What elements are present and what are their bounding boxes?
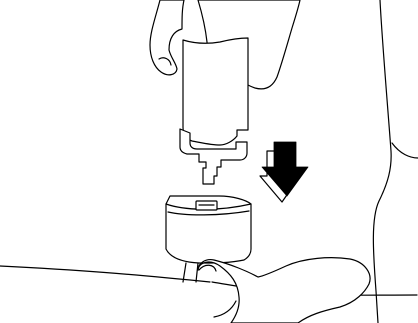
lower-thumb-crease bbox=[214, 301, 236, 317]
lower-thumb-nail bbox=[199, 265, 216, 271]
seat-back-outline bbox=[373, 0, 391, 323]
latch-plate bbox=[183, 38, 248, 145]
upper-hand bbox=[150, 0, 184, 75]
seat-edge-outline bbox=[392, 143, 418, 158]
buckle-strap-right bbox=[196, 263, 198, 282]
arrow-down-icon bbox=[262, 142, 308, 196]
seat-cushion-line bbox=[0, 266, 210, 282]
